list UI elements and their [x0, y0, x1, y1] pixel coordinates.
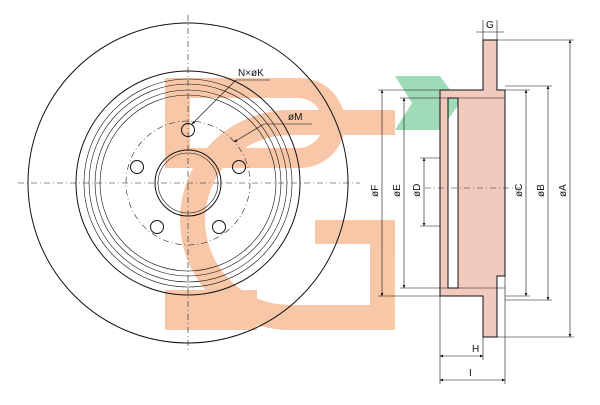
bolt-hole	[232, 160, 246, 174]
pcd-label: øM	[288, 112, 302, 123]
dim-h-label: H	[472, 344, 479, 355]
dim-i-label: I	[469, 368, 472, 379]
bolt-pattern-label: N×øK	[238, 68, 264, 79]
disc-cross-section: G øF øE øD øC øB øA H I	[370, 20, 574, 384]
dim-g-label: G	[486, 20, 494, 31]
disc-front-view: N×øK øM	[18, 15, 360, 350]
dim-c-label: øC	[514, 184, 525, 197]
watermark-base-block	[165, 290, 257, 330]
dim-f-label: øF	[370, 185, 381, 197]
watermark-letter-b	[165, 78, 345, 168]
dim-b-label: øB	[536, 184, 547, 197]
section-profile	[439, 39, 506, 338]
watermark-green-arrow	[395, 76, 460, 130]
dim-d-label: øD	[412, 184, 423, 197]
bolt-pattern-leader	[191, 79, 237, 125]
watermark-logo	[165, 76, 460, 330]
bolt-hole	[212, 220, 226, 234]
bolt-hole	[130, 160, 144, 174]
dim-e-label: øE	[392, 184, 403, 197]
watermark-letter-g	[180, 84, 395, 330]
bolt-hole	[150, 220, 164, 234]
bolt-hole	[181, 123, 195, 137]
pcd-leader	[233, 123, 265, 143]
bolt-holes	[130, 123, 246, 234]
dim-a-label: øA	[558, 184, 569, 197]
